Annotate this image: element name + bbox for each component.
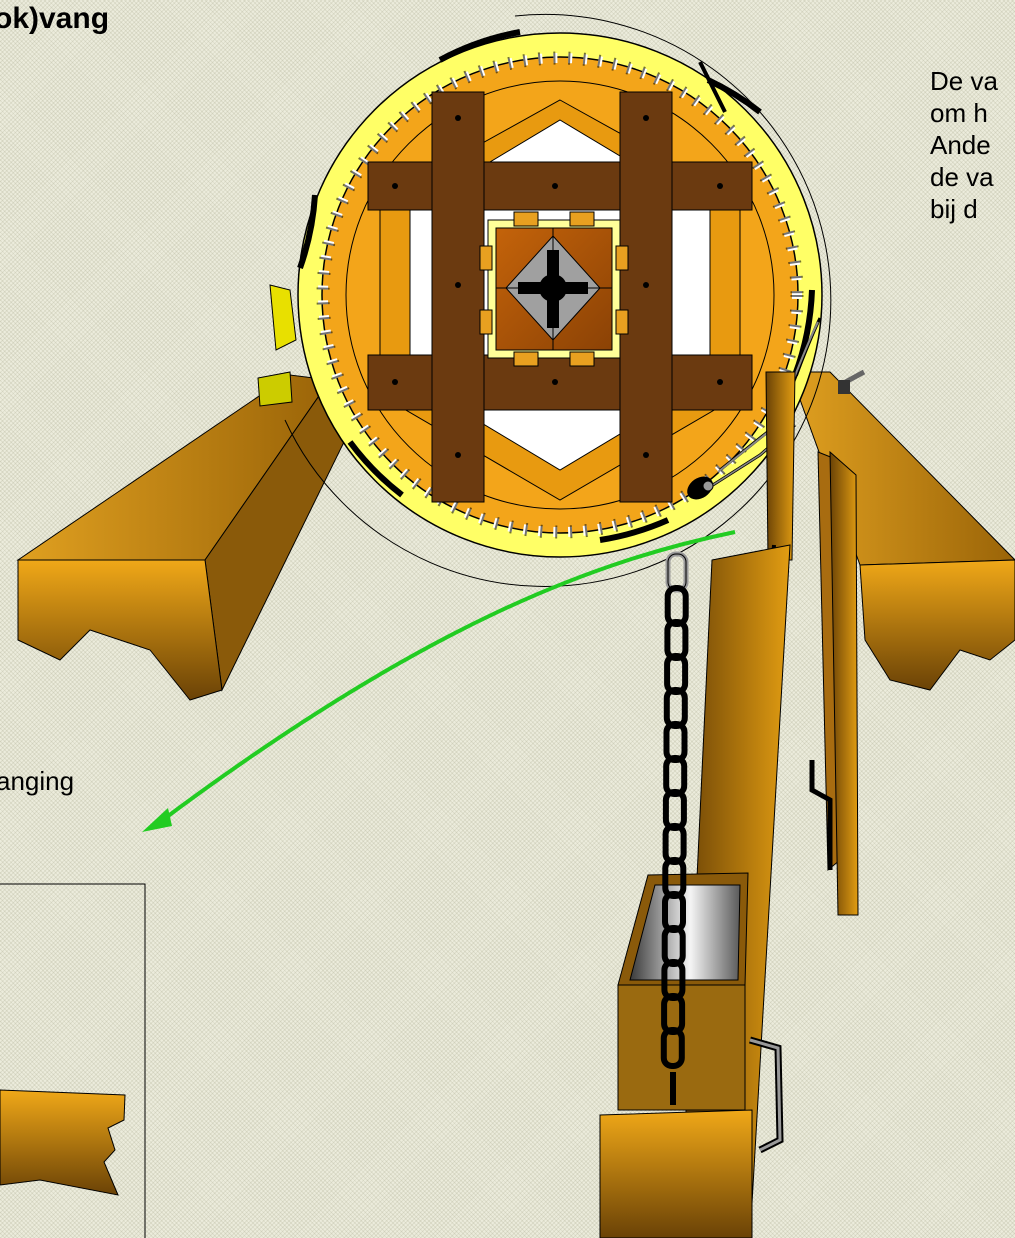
chain-link [668, 554, 686, 590]
description-line-5: bij d [930, 194, 978, 225]
chain-link [667, 656, 685, 692]
chain-link [666, 826, 684, 862]
chain-link [666, 758, 684, 794]
page-title: ok)vang [0, 2, 109, 36]
brake-wheel [285, 14, 831, 586]
chain-link [666, 792, 684, 828]
description-line-1: De va [930, 66, 998, 97]
chain-link [668, 588, 686, 624]
inset-caption: anging [0, 766, 74, 797]
left-beam [18, 285, 345, 700]
chain-link [667, 622, 685, 658]
inset-panel [0, 884, 145, 1238]
right-beam [790, 372, 1015, 915]
description-line-4: de va [930, 162, 994, 193]
chain-link [667, 690, 685, 726]
chain-link [667, 724, 685, 760]
description-line-3: Ande [930, 130, 991, 161]
description-line-2: om h [930, 98, 988, 129]
